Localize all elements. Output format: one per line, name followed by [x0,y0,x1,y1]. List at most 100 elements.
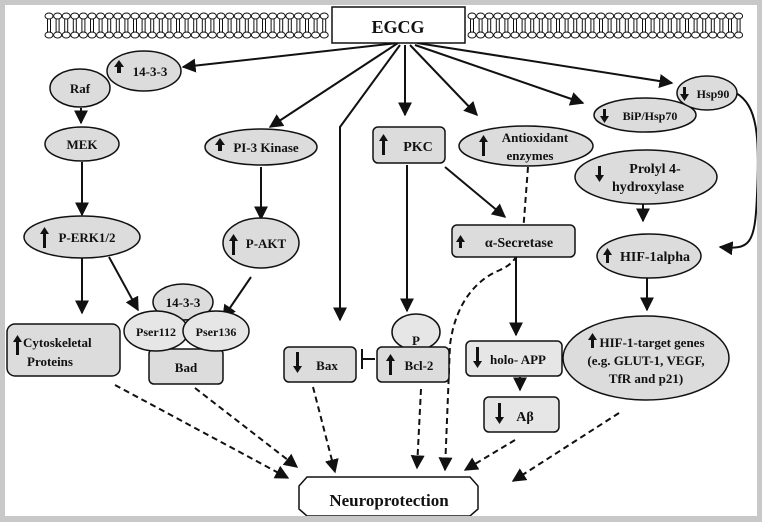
node-14-3-3-top[interactable]: 14-3-3 [106,50,182,92]
lipid-head [596,31,606,39]
lipid-head [147,12,157,20]
lipid-head [579,31,589,39]
node-phospho[interactable]: P [391,313,441,351]
node-p-erk[interactable]: P-ERK1/2 [23,215,141,259]
node-antioxidant-enzymes[interactable]: Antioxidant enzymes [458,125,594,167]
node-pkc[interactable]: PKC [372,126,446,164]
lipid-head [190,31,200,39]
lipid-head [630,31,640,39]
lipid-head [682,12,692,20]
lipid-head [476,12,486,20]
node-bad[interactable]: Bad [148,348,224,385]
lipid-head [173,12,183,20]
lipid-head [544,12,554,20]
bax-label: Bax [316,358,338,373]
lipid-head [682,31,692,39]
node-abeta[interactable]: Aβ [483,396,560,433]
down-arrow-icon [595,166,604,182]
lipid-head [673,12,683,20]
node-hsp90[interactable]: Hsp90 [676,75,738,111]
lipid-head [605,31,615,39]
lipid-head [242,31,252,39]
holo-app-label: holo- APP [490,352,546,367]
lipid-head [293,12,303,20]
node-pi3k[interactable]: PI-3 Kinase [204,128,318,166]
14-3-3-top-label: 14-3-3 [133,64,168,79]
down-arrow-icon [293,352,302,373]
lipid-head [53,12,63,20]
lipid-head [665,31,675,39]
lipid-head [613,31,623,39]
lipid-head [207,31,217,39]
pkc-label: PKC [403,140,433,155]
edge-pakt-pser136 [222,276,252,320]
pathway-diagram: EGCG Raf 14-3-3 MEK P-ERK1/2 PI-3 Kinase… [6,6,757,516]
up-arrow-icon [588,333,597,348]
edge-bax-neuro [312,386,339,474]
lipid-head [708,31,718,39]
lipid-head [699,31,709,39]
bip-label: BiP/Hsp70 [623,109,678,123]
edge-egcg-pi3k [268,42,399,128]
lipid-head [510,31,520,39]
lipid-head [96,31,106,39]
node-pser136[interactable]: Pser136 [182,310,250,352]
edge-bcl2-neuro [410,388,425,470]
cell-membrane-left [44,12,329,39]
lipid-head [536,12,546,20]
lipid-head [285,12,295,20]
lipid-head [96,12,106,20]
lipid-head [319,31,329,39]
node-holo-app[interactable]: holo- APP [465,340,563,377]
lipid-head [484,31,494,39]
neuroprotection-label: Neuroprotection [329,491,449,510]
mek-label: MEK [66,137,98,152]
lipid-head [130,31,140,39]
node-p-akt[interactable]: P-AKT [222,217,300,269]
node-bax[interactable]: Bax [283,346,357,383]
node-mek[interactable]: MEK [44,126,120,162]
lipid-head [199,31,209,39]
lipid-head [648,12,658,20]
node-hif-1alpha[interactable]: HIF-1alpha [596,233,702,279]
lipid-head [587,12,597,20]
prolyl-label-line1: Prolyl 4- [629,162,681,177]
lipid-head [501,31,511,39]
lipid-head [87,31,97,39]
lipid-head [673,31,683,39]
node-raf[interactable]: Raf [49,68,111,108]
lipid-head [734,12,744,20]
lipid-head [207,12,217,20]
lipid-head [70,31,80,39]
lipid-head [622,12,632,20]
node-egcg[interactable]: EGCG [331,6,466,44]
node-bip-hsp70[interactable]: BiP/Hsp70 [593,97,697,133]
node-neuroprotection[interactable]: Neuroprotection [298,476,479,516]
lipid-head [725,31,735,39]
lipid-head [156,12,166,20]
lipid-head [121,31,131,39]
lipid-head [622,31,632,39]
node-pser112[interactable]: Pser112 [123,310,189,352]
node-hif-target-genes[interactable]: HIF-1-target genes (e.g. GLUT-1, VEGF, T… [562,315,730,401]
alpha-secretase-label: α-Secretase [485,236,553,251]
lipid-head [519,31,529,39]
node-bcl2[interactable]: Bcl-2 [376,346,450,383]
lipid-head [319,12,329,20]
node-prolyl-hydroxylase[interactable]: Prolyl 4- hydroxylase [574,149,718,205]
lipid-head [570,12,580,20]
lipid-head [113,31,123,39]
node-alpha-secretase[interactable]: α-Secretase [451,224,576,258]
lipid-head [61,31,71,39]
up-arrow-icon [479,135,488,156]
lipid-head [691,12,701,20]
lipid-head [501,12,511,20]
lipid-head [708,12,718,20]
node-14-3-3-bad[interactable]: 14-3-3 [152,283,214,321]
diagram-canvas: EGCG Raf 14-3-3 MEK P-ERK1/2 PI-3 Kinase… [5,5,757,516]
lipid-head [544,31,554,39]
lipid-head [173,31,183,39]
lipid-head [467,31,477,39]
lipid-head [139,12,149,20]
node-cytoskeletal-proteins[interactable]: Cytoskeletal Proteins [6,323,121,377]
